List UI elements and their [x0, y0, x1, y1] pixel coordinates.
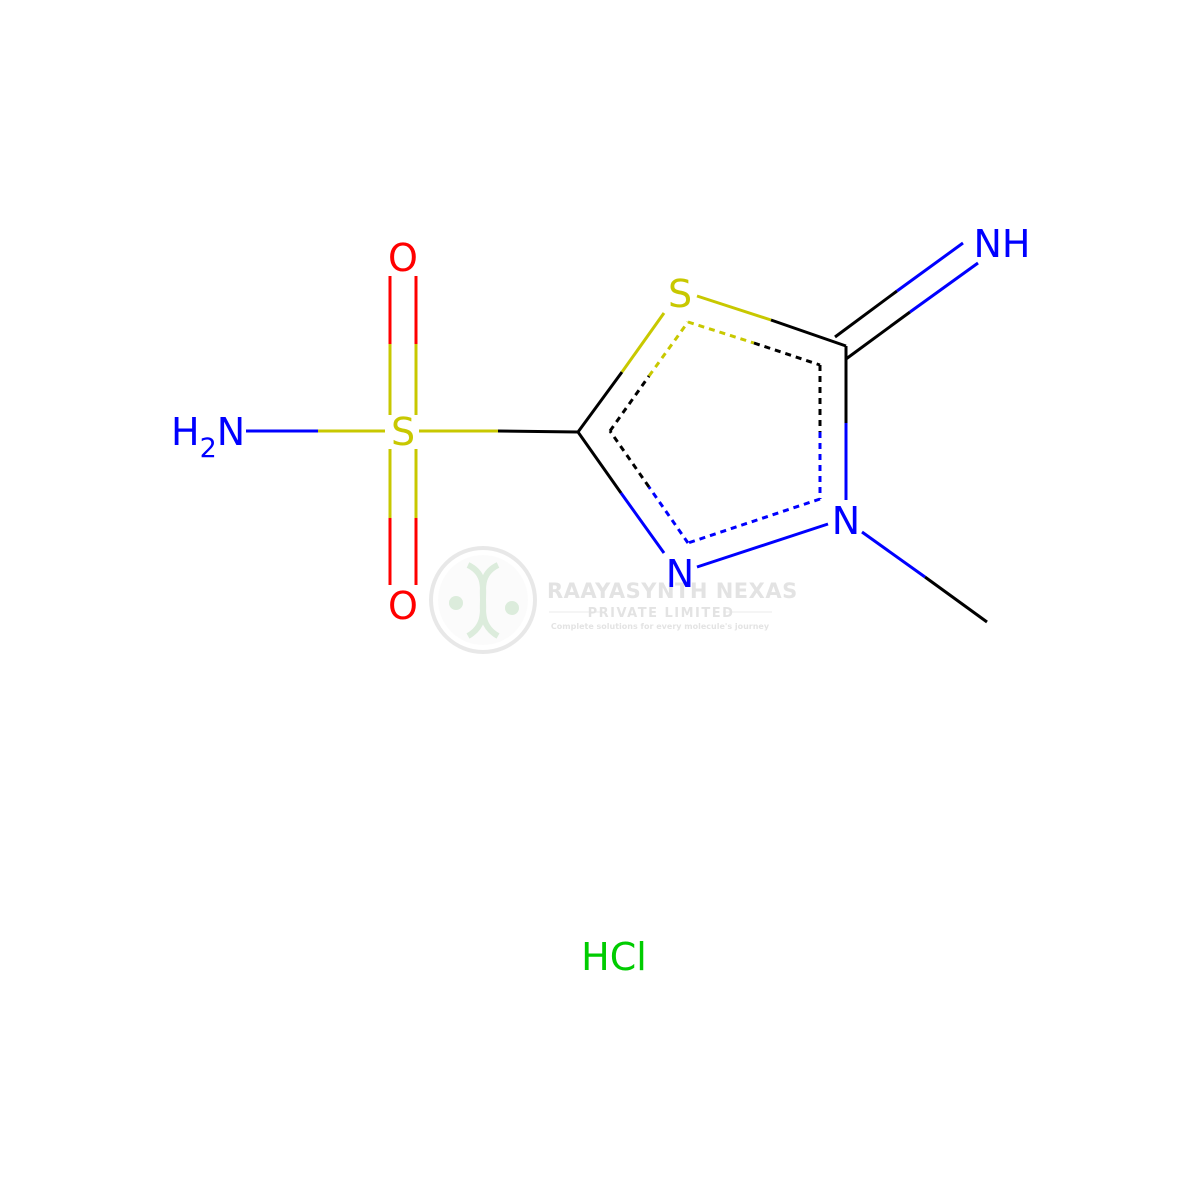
atom-s-sulfonyl: S [391, 410, 415, 454]
aromatic-bond [687, 497, 821, 545]
bond-c-nh [896, 241, 964, 293]
watermark-tagline: Complete solutions for every molecule's … [551, 622, 770, 631]
bond-s-ring-c [696, 294, 772, 322]
aromatic-bond [647, 486, 690, 544]
aromatic-bond [608, 430, 651, 488]
bond-n-c [619, 492, 666, 554]
hexagon-icon [505, 601, 519, 615]
dna-helix-icon [466, 562, 500, 639]
atom-o-bottom: O [388, 584, 418, 628]
atom-nh-imine: NH [974, 222, 1031, 266]
bond-c-nh [834, 289, 898, 339]
watermark-logo-disc [438, 555, 528, 645]
atom-labels: H2N S O O S NH N N HCl [171, 222, 1031, 979]
bond-n-methyl [924, 575, 988, 624]
aromatic-bond [687, 320, 755, 345]
bonds [246, 241, 988, 624]
aromatic-ring [608, 320, 822, 545]
watermark: RAAYASYNTH NEXAS PRIVATE LIMITED Complet… [429, 546, 798, 654]
counterion-hcl: HCl [581, 935, 647, 979]
bond-c-s-ring [576, 371, 624, 433]
atom-n-ring-3: N [666, 552, 694, 596]
bond-n-c [576, 431, 623, 494]
bond-n-n [696, 522, 829, 569]
aromatic-bond [647, 321, 690, 377]
atom-n-ring-4: N [832, 499, 860, 543]
atom-nh2: H2N [171, 410, 245, 464]
bond-c-nh [909, 261, 979, 314]
aromatic-bond [753, 341, 821, 367]
watermark-company: RAAYASYNTH NEXAS [547, 579, 798, 603]
watermark-subtitle: PRIVATE LIMITED [588, 606, 735, 621]
bond-s-ring-c [770, 318, 847, 348]
bond-c-s-ring [620, 312, 666, 373]
bond-s-c [497, 429, 579, 434]
bond-n-methyl [861, 530, 926, 579]
bond-c-nh [845, 310, 911, 361]
atom-o-top: O [388, 236, 418, 280]
atom-s-ring: S [668, 272, 692, 316]
aromatic-bond [608, 375, 651, 432]
hexagon-icon [449, 596, 463, 610]
watermark-logo-icon [429, 546, 537, 654]
